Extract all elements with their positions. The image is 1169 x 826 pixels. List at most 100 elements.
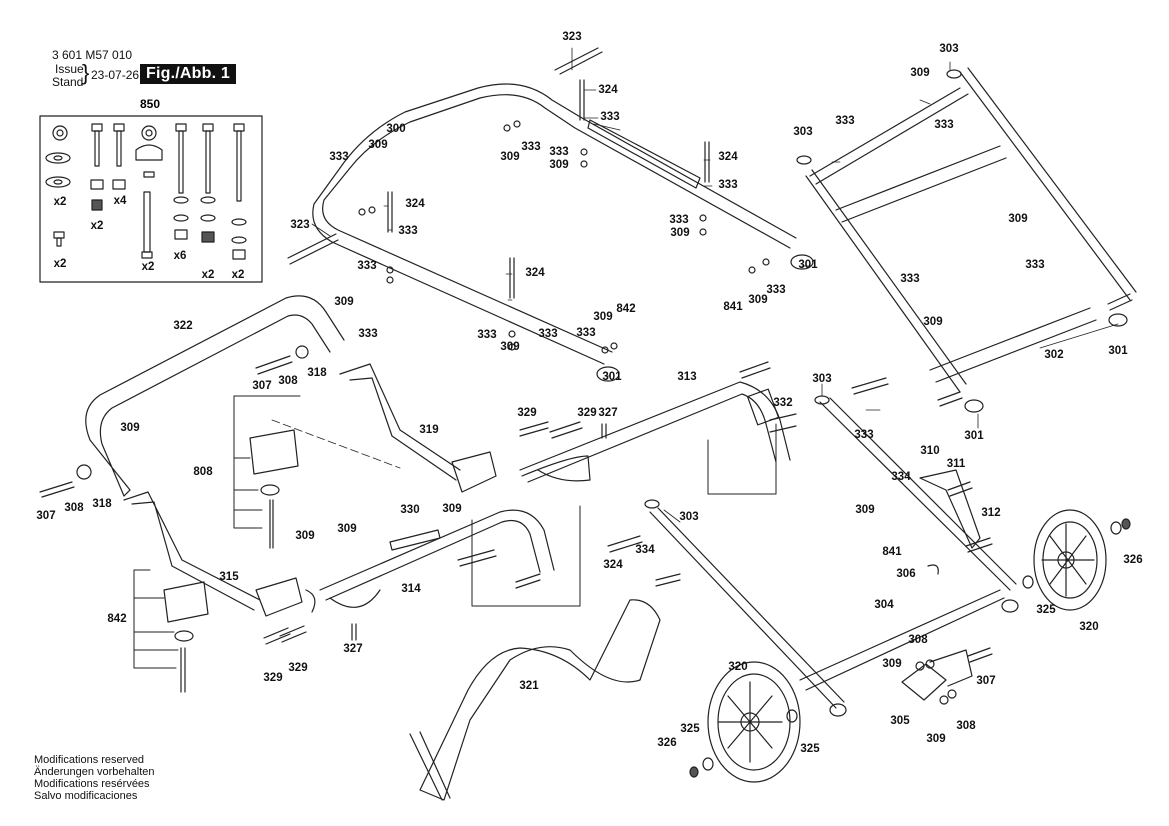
bracket-310 bbox=[919, 469, 981, 549]
part-label-334: 334 bbox=[891, 471, 911, 483]
part-label-333: 333 bbox=[718, 179, 737, 191]
part-label-312: 312 bbox=[981, 507, 1000, 519]
part-label-315: 315 bbox=[219, 571, 239, 583]
part-label-309: 309 bbox=[670, 227, 689, 239]
cap-301 bbox=[790, 254, 814, 270]
part-label-333: 333 bbox=[477, 329, 496, 341]
part-label-308: 308 bbox=[278, 375, 298, 387]
footer-line: Modifications resérvées bbox=[34, 778, 150, 790]
part-label-329: 329 bbox=[577, 407, 596, 419]
hardware-kit-box bbox=[39, 115, 263, 283]
part-label-318: 318 bbox=[92, 498, 112, 510]
part-label-309: 309 bbox=[334, 296, 353, 308]
part-label-333: 333 bbox=[835, 115, 854, 127]
part-label-333: 333 bbox=[669, 214, 688, 226]
part-label-309: 309 bbox=[1008, 213, 1027, 225]
cap-301 bbox=[1001, 599, 1019, 613]
part-label-302: 302 bbox=[1044, 349, 1063, 361]
wheel-320 bbox=[707, 661, 801, 783]
part-label-325: 325 bbox=[800, 743, 820, 755]
leg-321 bbox=[419, 599, 661, 801]
part-label-333: 333 bbox=[549, 146, 568, 158]
kit-quantity-label: x6 bbox=[174, 250, 187, 262]
part-label-333: 333 bbox=[538, 328, 557, 340]
pin-323-top bbox=[554, 47, 603, 75]
footer-line: Salvo modificaciones bbox=[34, 790, 138, 802]
part-label-309: 309 bbox=[593, 311, 612, 323]
part-label-333: 333 bbox=[600, 111, 619, 123]
part-label-301: 301 bbox=[602, 371, 622, 383]
part-label-318: 318 bbox=[307, 367, 327, 379]
part-label-333: 333 bbox=[329, 151, 348, 163]
part-label-327: 327 bbox=[598, 407, 617, 419]
wheel-320 bbox=[1033, 509, 1107, 611]
kit-quantity-label: x2 bbox=[91, 220, 104, 232]
part-label-329: 329 bbox=[517, 407, 536, 419]
part-label-305: 305 bbox=[890, 715, 910, 727]
part-label-309: 309 bbox=[500, 151, 519, 163]
part-label-320: 320 bbox=[1079, 621, 1098, 633]
part-label-322: 322 bbox=[173, 320, 192, 332]
part-label-300: 300 bbox=[386, 123, 405, 135]
part-label-324: 324 bbox=[405, 198, 425, 210]
cap-301 bbox=[829, 703, 847, 717]
part-label-309: 309 bbox=[500, 341, 519, 353]
part-label-320: 320 bbox=[728, 661, 747, 673]
part-label-309: 309 bbox=[748, 294, 767, 306]
part-label-309: 309 bbox=[337, 523, 356, 535]
part-label-303: 303 bbox=[679, 511, 698, 523]
part-label-308: 308 bbox=[956, 720, 976, 732]
part-label-325: 325 bbox=[680, 723, 700, 735]
part-label-326: 326 bbox=[1123, 554, 1142, 566]
part-label-842: 842 bbox=[107, 613, 126, 625]
part-label-808: 808 bbox=[193, 466, 213, 478]
part-label-333: 333 bbox=[854, 429, 873, 441]
part-label-324: 324 bbox=[718, 151, 738, 163]
part-label-309: 309 bbox=[295, 530, 314, 542]
part-label-309: 309 bbox=[368, 139, 387, 151]
part-label-309: 309 bbox=[926, 733, 945, 745]
frame-304 bbox=[649, 507, 845, 709]
figure-badge: Fig./Abb. 1 bbox=[140, 64, 236, 84]
part-label-323: 323 bbox=[562, 31, 581, 43]
part-label-333: 333 bbox=[900, 273, 919, 285]
part-label-306: 306 bbox=[896, 568, 915, 580]
part-label-334: 334 bbox=[635, 544, 655, 556]
stand-label: Stand bbox=[52, 75, 84, 89]
part-label-309: 309 bbox=[549, 159, 568, 171]
part-label-301: 301 bbox=[1108, 345, 1128, 357]
part-label-324: 324 bbox=[598, 84, 618, 96]
part-label-309: 309 bbox=[120, 422, 139, 434]
part-label-303: 303 bbox=[793, 126, 812, 138]
part-label-324: 324 bbox=[603, 559, 623, 571]
part-label-333: 333 bbox=[1025, 259, 1044, 271]
part-label-310: 310 bbox=[920, 445, 939, 457]
part-label-333: 333 bbox=[576, 327, 595, 339]
footer-line: Modifications reserved bbox=[34, 754, 145, 766]
part-label-319: 319 bbox=[419, 424, 438, 436]
pin-323-left bbox=[287, 233, 339, 265]
part-label-333: 333 bbox=[521, 141, 540, 153]
part-label-301: 301 bbox=[798, 259, 818, 271]
part-label-333: 333 bbox=[766, 284, 785, 296]
part-label-841: 841 bbox=[882, 546, 902, 558]
part-label-309: 309 bbox=[855, 504, 874, 516]
part-label-307: 307 bbox=[976, 675, 995, 687]
part-label-313: 313 bbox=[677, 371, 696, 383]
part-label-325: 325 bbox=[1036, 604, 1056, 616]
part-label-309: 309 bbox=[910, 67, 929, 79]
leg-315 bbox=[123, 491, 261, 611]
leg-frame-302 bbox=[959, 67, 1137, 301]
pedal-305 bbox=[901, 663, 947, 701]
kit-quantity-label: x2 bbox=[142, 261, 155, 273]
leg-319 bbox=[339, 363, 461, 481]
part-label-329: 329 bbox=[288, 662, 307, 674]
part-label-321: 321 bbox=[519, 680, 539, 692]
bar-330 bbox=[389, 529, 441, 551]
kit-quantity-label: x2 bbox=[232, 269, 245, 281]
cap-301 bbox=[964, 399, 984, 413]
part-label-304: 304 bbox=[874, 599, 894, 611]
part-label-333: 333 bbox=[398, 225, 417, 237]
foot-841 bbox=[249, 429, 299, 549]
